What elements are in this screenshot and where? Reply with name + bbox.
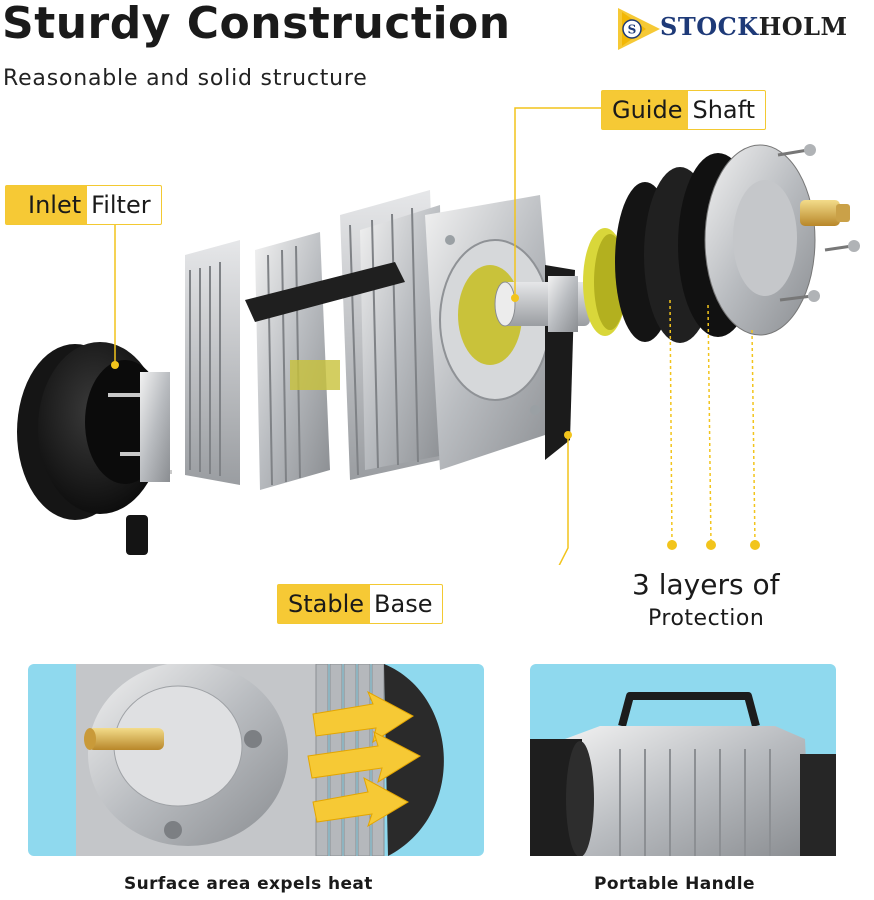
brand-name-part2: HOLM <box>758 12 848 41</box>
logo-emblem-letter: S <box>628 23 637 37</box>
brand-logo: S <box>616 6 872 50</box>
head-plate <box>425 195 575 470</box>
leader-dots <box>111 294 760 550</box>
guide-shaft-label: Guide Shaft <box>601 90 767 130</box>
brand-name-part1: STOCK <box>660 12 759 41</box>
guide-shaft-label-highlight: Guide <box>602 91 689 129</box>
heat-caption: Surface area expels heat <box>124 874 373 894</box>
heat-dissipation-panel <box>28 664 484 856</box>
stable-base-label-highlight: Stable <box>278 585 371 623</box>
leader-lines <box>114 107 756 565</box>
cylinder-body <box>185 190 445 490</box>
inlet-filter-label: Inlet Filter <box>5 185 162 225</box>
guide-shaft-label-rest: Shaft <box>692 96 756 124</box>
inlet-filter-drum <box>17 342 172 555</box>
page-title: Sturdy Construction <box>2 0 511 49</box>
brand-name: STOCKHOLM <box>660 12 848 41</box>
handle-caption: Portable Handle <box>594 874 755 894</box>
stable-base-label-rest: Base <box>374 590 433 618</box>
inlet-filter-label-rest: Filter <box>91 191 151 219</box>
stable-base-label: Stable Base <box>277 584 444 624</box>
logo-emblem-icon: S <box>618 8 660 50</box>
portable-handle-panel <box>530 664 836 856</box>
guide-shaft <box>494 276 590 332</box>
protection-layers <box>583 144 860 343</box>
protection-heading: 3 layers of <box>632 568 780 601</box>
inlet-filter-label-highlight: Inlet <box>6 186 88 224</box>
pump-exploded-illustration <box>17 107 860 565</box>
heat-arrows-icon <box>307 690 422 828</box>
page-subtitle: Reasonable and solid structure <box>3 66 368 91</box>
protection-subheading: Protection <box>648 606 765 631</box>
